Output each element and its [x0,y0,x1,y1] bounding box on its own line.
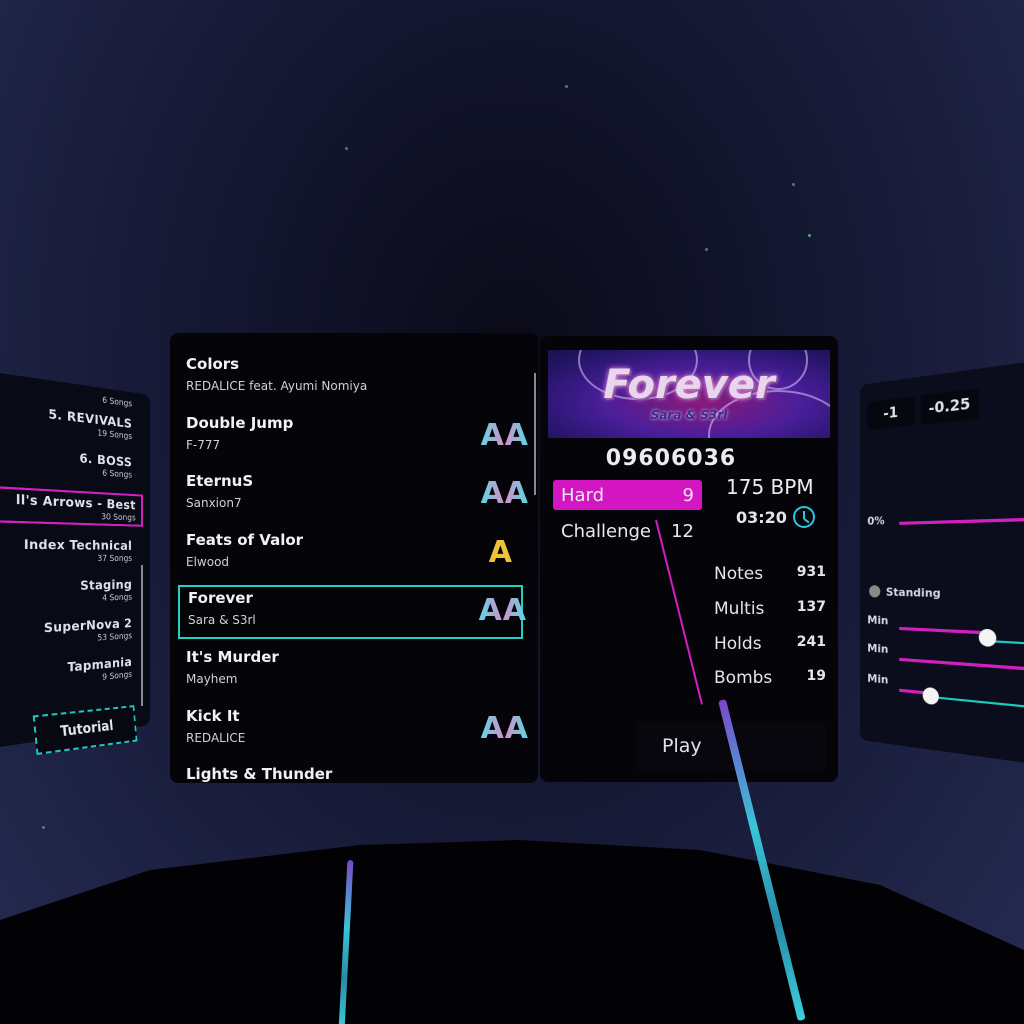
high-score: 09606036 [540,446,802,471]
stage-floor [0,840,1024,1024]
percent-slider[interactable] [899,516,1024,524]
stat-bombs: Bombs19 [714,668,826,688]
song-list-panel: ColorsREDALICE feat. Ayumi Nomiya Double… [170,333,538,783]
grade-badge: A [489,535,513,570]
category-item-staging[interactable]: Staging4 Songs [80,577,132,603]
standing-label: Standing [886,585,941,600]
song-row[interactable]: Lights & Thunder [178,757,523,783]
category-item-selected[interactable]: ll's Arrows - Best30 Songs [0,485,143,527]
grade-badge: AA [481,711,529,746]
background-star [705,248,708,251]
slider-1[interactable] [899,627,985,634]
grade-badge: AA [481,476,529,511]
background-star [808,234,811,237]
category-item-revivals[interactable]: 5. REVIVALS19 Songs [48,406,132,441]
song-row[interactable]: ColorsREDALICE feat. Ayumi Nomiya [178,347,523,399]
category-panel: 6 Songs 5. REVIVALS19 Songs 6. BOSS6 Son… [0,368,150,752]
background-star [565,85,568,88]
slider-3-knob[interactable] [923,687,939,705]
song-banner-image: Forever Sara & S3rl [548,350,830,438]
background-star [345,147,348,150]
clock-icon [793,506,815,528]
category-item-supernova[interactable]: SuperNova 253 Songs [44,616,132,647]
stat-multis: Multis137 [714,599,826,619]
song-row[interactable]: Kick ItREDALICEAA [178,699,523,751]
difficulty-hard-button[interactable]: Hard9 [553,480,702,510]
offset-minus-1-button[interactable]: -1 [867,396,915,430]
category-item-tapmania[interactable]: Tapmania9 Songs [67,654,132,685]
settings-panel: -1 -0.25 0% Standing Min Min Min [860,356,1024,769]
song-row[interactable]: It's MurderMayhem [178,640,523,692]
background-star [792,183,795,186]
song-row-selected[interactable]: ForeverSara & S3rlAA [178,585,523,639]
standing-radio[interactable] [869,585,880,597]
stat-holds: Holds241 [714,634,826,654]
category-item[interactable]: 6 Songs [102,394,132,408]
slider-2[interactable] [899,658,1024,674]
difficulty-challenge-button[interactable]: Challenge12 [553,516,702,546]
category-item-index-technical[interactable]: Index Technical37 Songs [24,537,132,564]
slider-label: Min [867,641,888,656]
category-item-boss[interactable]: 6. BOSS6 Songs [79,451,132,480]
grade-badge: AA [481,418,529,453]
song-row[interactable]: EternuSSanxion7AA [178,464,523,516]
slider-label: Min [867,672,888,687]
song-row[interactable]: Double JumpF-777AA [178,406,523,458]
song-duration: 03:20 [736,506,815,528]
bpm-value: 175 BPM [726,475,814,499]
category-scrollbar[interactable] [141,565,143,706]
song-list-scrollbar[interactable] [534,373,536,495]
background-star [42,826,45,829]
slider-label: Min [867,613,888,627]
offset-minus-025-button[interactable]: -0.25 [921,388,979,425]
song-row[interactable]: Feats of ValorElwoodA [178,523,523,575]
song-detail-panel: Forever Sara & S3rl 09606036 Hard9 Chall… [540,336,838,782]
stat-notes: Notes931 [714,564,826,584]
slider-1-knob[interactable] [979,629,997,648]
grade-badge: AA [479,593,527,628]
percent-label: 0% [867,514,884,528]
